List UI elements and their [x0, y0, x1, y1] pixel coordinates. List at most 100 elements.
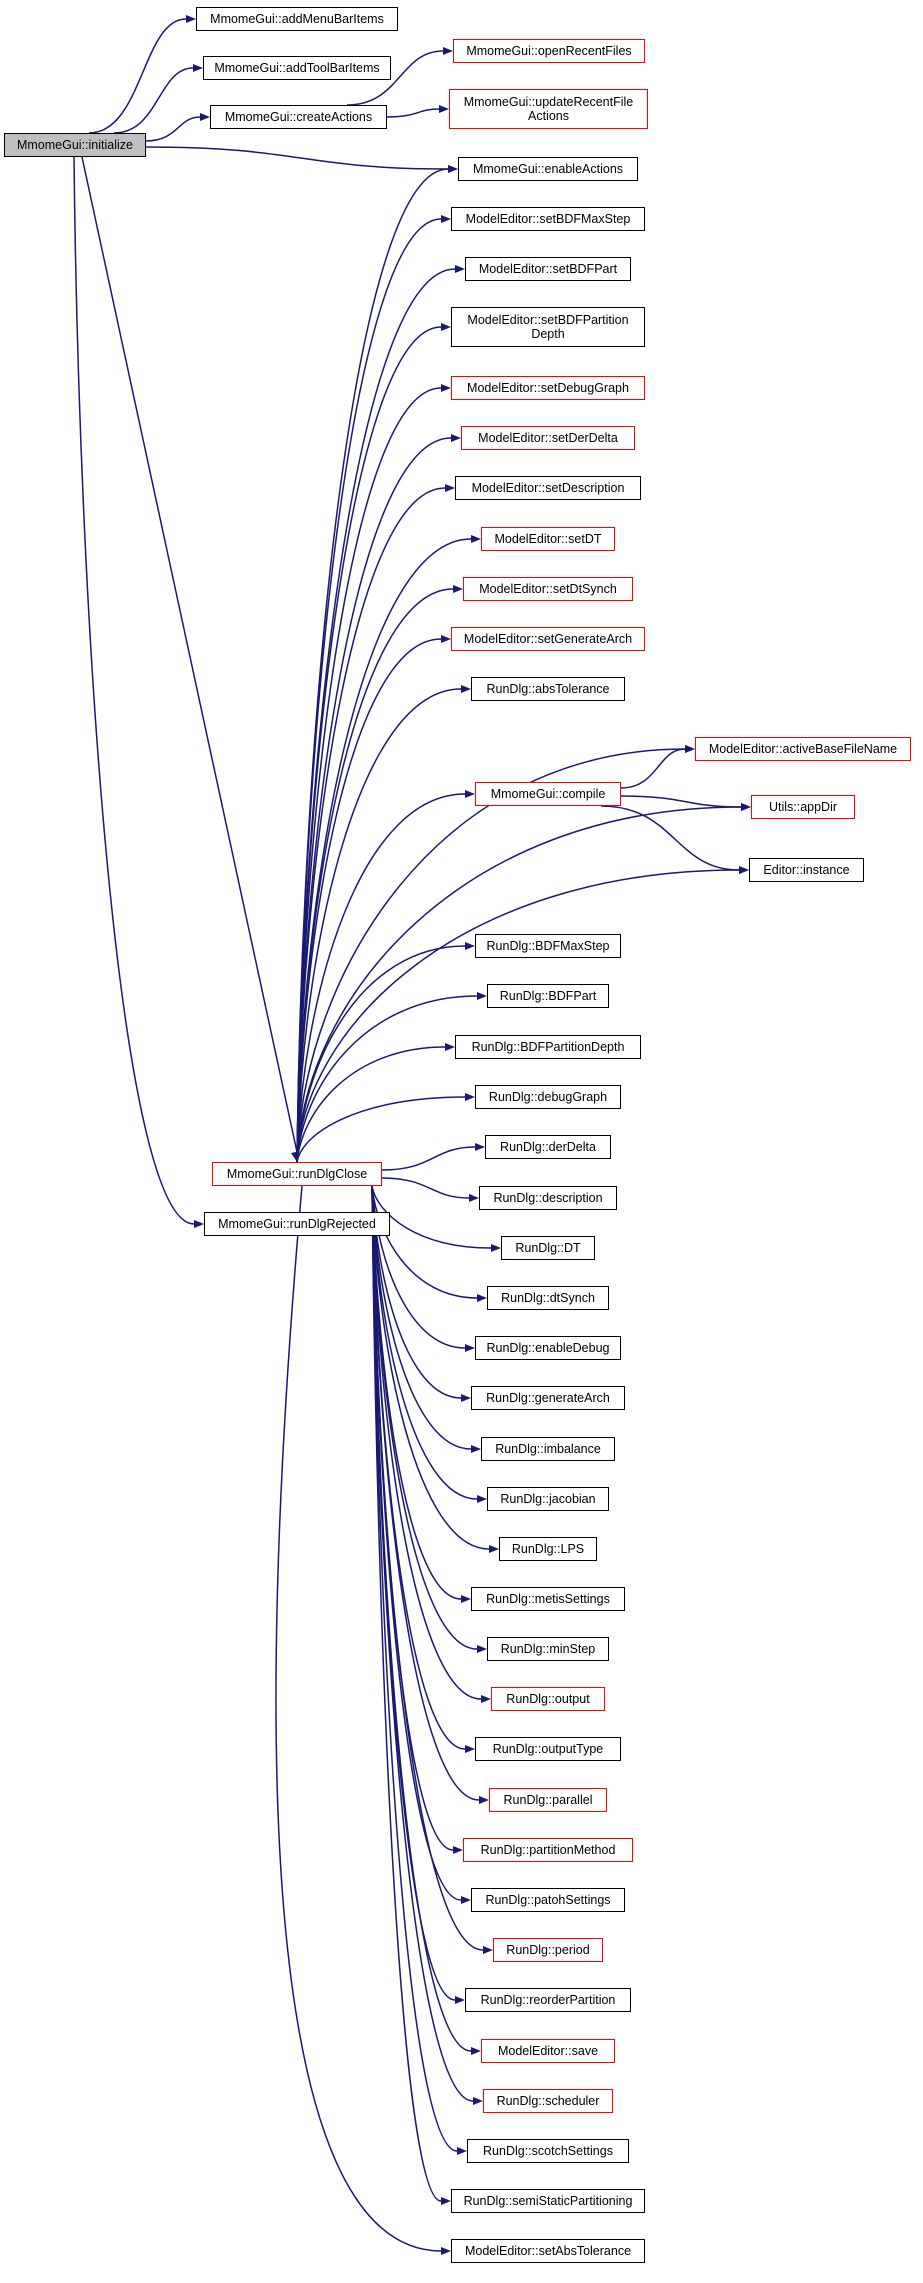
node-label: RunDlg::semiStaticPartitioning — [463, 2194, 633, 2208]
edge-runDlgClose-to-BDFMaxStep — [296, 945, 466, 1163]
edge-runDlgClose-to-setDescription-arrowhead — [445, 484, 455, 492]
node-utils-appdir[interactable]: Utils::appDir — [751, 795, 855, 819]
node-editor-instance[interactable]: Editor::instance — [749, 858, 864, 882]
edge-initialize-to-addToolBarItems — [113, 67, 194, 134]
edge-runDlgClose-to-outputType-arrowhead — [465, 1745, 475, 1753]
node-modeleditor-activebasefilename[interactable]: ModelEditor::activeBaseFileName — [695, 737, 911, 761]
node-modeleditor-save[interactable]: ModelEditor::save — [481, 2039, 615, 2063]
edge-runDlgClose-to-BDFPartitionDepth — [296, 1046, 446, 1163]
node-rundlg-minstep[interactable]: RunDlg::minStep — [487, 1637, 609, 1661]
node-rundlg-jacobian[interactable]: RunDlg::jacobian — [487, 1487, 609, 1511]
node-rundlg-lps[interactable]: RunDlg::LPS — [499, 1537, 597, 1561]
node-mmomegui-enableactions[interactable]: MmomeGui::enableActions — [458, 157, 638, 181]
node-label: ModelEditor::setBDFPartition Depth — [467, 313, 629, 341]
node-mmomegui-rundlgrejected[interactable]: MmomeGui::runDlgRejected — [204, 1212, 390, 1236]
edge-runDlgClose-to-imbalance-arrowhead — [471, 1445, 481, 1453]
node-rundlg-reorderpartition[interactable]: RunDlg::reorderPartition — [465, 1988, 631, 2012]
edge-runDlgClose-to-DT — [371, 1185, 492, 1249]
node-modeleditor-setbdfpartitiondepth[interactable]: ModelEditor::setBDFPartition Depth — [451, 307, 645, 347]
edge-runDlgClose-to-output-arrowhead — [481, 1695, 491, 1703]
node-label: MmomeGui::enableActions — [472, 162, 624, 176]
node-label: MmomeGui::addMenuBarItems — [210, 12, 384, 26]
node-mmomegui-rundlgclose[interactable]: MmomeGui::runDlgClose — [212, 1162, 382, 1186]
edge-runDlgClose-to-BDFPart — [296, 995, 478, 1163]
node-rundlg-period[interactable]: RunDlg::period — [493, 1938, 603, 1962]
node-rundlg-dt[interactable]: RunDlg::DT — [501, 1236, 595, 1260]
node-label: RunDlg::minStep — [500, 1642, 596, 1656]
edge-createActions-to-updateRecentFileActions-arrowhead — [439, 105, 449, 113]
edge-runDlgClose-to-patohSettings-arrowhead — [461, 1896, 471, 1904]
node-rundlg-abstolerance[interactable]: RunDlg::absTolerance — [471, 677, 625, 701]
node-mmomegui-openrecentfiles[interactable]: MmomeGui::openRecentFiles — [453, 39, 645, 63]
node-rundlg-description[interactable]: RunDlg::description — [479, 1186, 617, 1210]
node-mmomegui-addtoolbaritems[interactable]: MmomeGui::addToolBarItems — [203, 56, 391, 80]
node-label: RunDlg::derDelta — [500, 1140, 596, 1154]
edge-compile-to-appDir — [620, 795, 742, 808]
node-rundlg-bdfpartitiondepth[interactable]: RunDlg::BDFPartitionDepth — [455, 1035, 641, 1059]
edge-initialize-to-addMenuBarItems-arrowhead — [186, 15, 196, 23]
node-rundlg-outputtype[interactable]: RunDlg::outputType — [475, 1737, 621, 1761]
node-rundlg-output[interactable]: RunDlg::output — [491, 1687, 605, 1711]
node-rundlg-imbalance[interactable]: RunDlg::imbalance — [481, 1437, 615, 1461]
edge-initialize-to-enableActions — [145, 146, 449, 170]
node-modeleditor-setdescription[interactable]: ModelEditor::setDescription — [455, 476, 641, 500]
edge-runDlgClose-to-partitionMethod — [371, 1185, 454, 1851]
edge-runDlgClose-to-minStep-arrowhead — [477, 1645, 487, 1653]
edge-lines — [73, 18, 742, 2252]
node-mmomegui-createactions[interactable]: MmomeGui::createActions — [210, 105, 387, 129]
node-mmomegui-compile[interactable]: MmomeGui::compile — [475, 782, 621, 806]
edge-initialize-to-runDlgRejected-arrowhead — [194, 1220, 204, 1228]
node-rundlg-semistaticpartitioning[interactable]: RunDlg::semiStaticPartitioning — [451, 2189, 645, 2213]
node-label: ModelEditor::setDerDelta — [478, 431, 618, 445]
node-rundlg-parallel[interactable]: RunDlg::parallel — [489, 1788, 607, 1812]
edge-runDlgClose-to-parallel — [371, 1185, 480, 1801]
node-rundlg-bdfmaxstep[interactable]: RunDlg::BDFMaxStep — [475, 934, 621, 958]
node-modeleditor-setdtsynch[interactable]: ModelEditor::setDtSynch — [463, 577, 633, 601]
node-label: MmomeGui::runDlgRejected — [218, 1217, 376, 1231]
node-label: RunDlg::output — [506, 1692, 590, 1706]
node-rundlg-dtsynch[interactable]: RunDlg::dtSynch — [487, 1286, 609, 1310]
node-rundlg-scheduler[interactable]: RunDlg::scheduler — [483, 2089, 613, 2113]
node-label: ModelEditor::setAbsTolerance — [464, 2244, 632, 2258]
node-modeleditor-setabstolerance[interactable]: ModelEditor::setAbsTolerance — [451, 2239, 645, 2263]
edge-compile-to-editorInstance — [600, 805, 740, 871]
edge-initialize-to-addMenuBarItems — [88, 18, 187, 134]
edge-runDlgClose-to-setAbsTolerance-arrowhead — [441, 2247, 451, 2255]
edge-initialize-to-createActions-arrowhead — [200, 113, 210, 121]
edge-compile-to-activeBaseFileName — [620, 748, 686, 789]
node-label: RunDlg::LPS — [511, 1542, 585, 1556]
node-label: ModelEditor::setDebugGraph — [467, 381, 629, 395]
edge-runDlgClose-to-derDelta — [381, 1146, 476, 1171]
node-rundlg-derdelta[interactable]: RunDlg::derDelta — [485, 1135, 611, 1159]
node-rundlg-enabledebug[interactable]: RunDlg::enableDebug — [475, 1336, 621, 1360]
node-rundlg-bdfpart[interactable]: RunDlg::BDFPart — [487, 984, 609, 1008]
edge-runDlgClose-to-semiStaticPartitioning — [371, 1185, 442, 2202]
node-modeleditor-setderdelta[interactable]: ModelEditor::setDerDelta — [461, 426, 635, 450]
node-mmomegui-initialize: MmomeGui::initialize — [4, 133, 146, 157]
node-label: RunDlg::BDFPartitionDepth — [471, 1040, 625, 1054]
node-modeleditor-setgeneratearch[interactable]: ModelEditor::setGenerateArch — [451, 627, 645, 651]
edge-runDlgClose-to-description-arrowhead — [469, 1194, 479, 1202]
node-modeleditor-setbdfpart[interactable]: ModelEditor::setBDFPart — [465, 257, 631, 281]
node-rundlg-generatearch[interactable]: RunDlg::generateArch — [471, 1386, 625, 1410]
edge-runDlgClose-to-scheduler — [371, 1185, 474, 2102]
edge-runDlgClose-to-setDerDelta-arrowhead — [451, 434, 461, 442]
edge-runDlgClose-to-description — [381, 1177, 470, 1199]
node-label: RunDlg::parallel — [503, 1793, 593, 1807]
node-label: MmomeGui::addToolBarItems — [214, 61, 380, 75]
node-label: RunDlg::dtSynch — [501, 1291, 595, 1305]
node-rundlg-patohsettings[interactable]: RunDlg::patohSettings — [471, 1888, 625, 1912]
node-modeleditor-setbdfmaxstep[interactable]: ModelEditor::setBDFMaxStep — [451, 207, 645, 231]
node-mmomegui-updaterecentfileactions[interactable]: MmomeGui::updateRecentFile Actions — [449, 89, 648, 129]
edge-initialize-to-runDlgClose-arrowhead — [290, 1151, 299, 1162]
node-rundlg-debuggraph[interactable]: RunDlg::debugGraph — [475, 1085, 621, 1109]
node-rundlg-scotchsettings[interactable]: RunDlg::scotchSettings — [467, 2139, 629, 2163]
node-label: ModelEditor::setDtSynch — [479, 582, 617, 596]
node-modeleditor-setdebuggraph[interactable]: ModelEditor::setDebugGraph — [451, 376, 645, 400]
edge-runDlgClose-to-compile-arrowhead — [465, 790, 475, 798]
node-mmomegui-addmenubaritems[interactable]: MmomeGui::addMenuBarItems — [196, 7, 398, 31]
node-rundlg-partitionmethod[interactable]: RunDlg::partitionMethod — [463, 1838, 633, 1862]
node-rundlg-metissettings[interactable]: RunDlg::metisSettings — [471, 1587, 625, 1611]
edge-initialize-to-runDlgClose — [81, 156, 298, 1153]
node-modeleditor-setdt[interactable]: ModelEditor::setDT — [481, 527, 615, 551]
